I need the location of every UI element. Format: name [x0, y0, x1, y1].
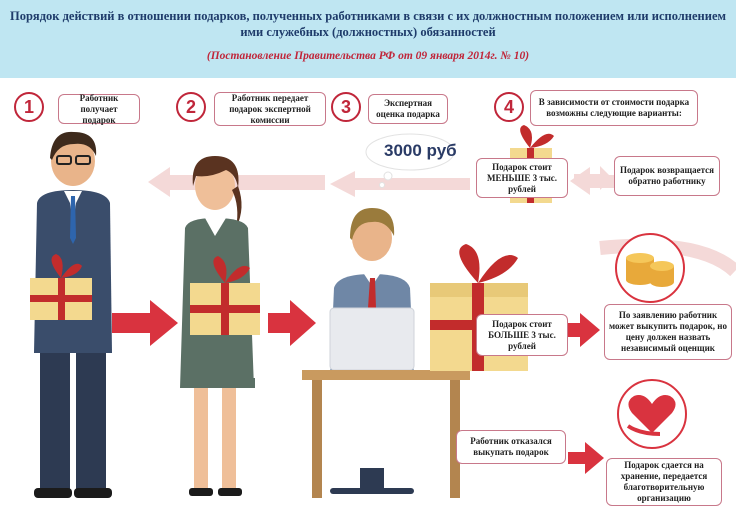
desk-leg-right	[450, 380, 460, 498]
arrow-forward-2	[268, 300, 316, 346]
arrow-less-to-returned	[574, 166, 612, 190]
arrow-curve-coins	[599, 238, 736, 277]
option-refused-box: Работник отказался выкупать подарок	[456, 430, 566, 464]
price-tag: 3000 руб	[384, 141, 457, 160]
arrow-back-1	[148, 167, 325, 197]
outcome-storage-box: Подарок сдается на хранение, передается …	[606, 458, 722, 506]
step-1-label: Работник получает подарок	[58, 93, 140, 125]
thought-cloud	[365, 133, 455, 171]
outcome-returned-box: Подарок возвращается обратно работнику	[614, 156, 720, 196]
arrow-forward-1	[112, 300, 178, 346]
header-banner: Порядок действий в отношении подарков, п…	[0, 0, 736, 78]
arrow-refused-to-storage	[568, 442, 604, 474]
laptop-screen	[329, 307, 415, 371]
employee-woman-figure	[180, 156, 260, 496]
step-3-label: Экспертная оценка подарка	[368, 94, 448, 124]
step-2-number: 2	[176, 92, 206, 122]
step-4-number: 4	[494, 92, 524, 122]
chair-base	[360, 468, 384, 490]
heart-hand-icon	[617, 379, 687, 449]
page-title: Порядок действий в отношении подарков, п…	[10, 9, 727, 39]
step-4-label: В зависимости от стоимости подарка возмо…	[530, 90, 698, 126]
employee-man-figure	[30, 131, 112, 498]
step-1-number: 1	[14, 92, 44, 122]
illustration-layer	[30, 125, 736, 498]
step-2-label: Работник передает подарок экспертной ком…	[214, 92, 326, 126]
option-less-box: Подарок стоит МЕНЬШЕ 3 тыс. рублей	[476, 158, 568, 198]
arrow-more-to-buyout	[568, 313, 600, 347]
arrow-back-2	[330, 171, 470, 197]
page-subtitle: (Постановление Правительства РФ от 09 ян…	[206, 50, 530, 62]
desk-top	[302, 370, 470, 380]
diagram-canvas: 1 Работник получает подарок 2 Работник п…	[0, 78, 736, 510]
option-more-box: Подарок стоит БОЛЬШЕ 3 тыс. рублей	[476, 314, 568, 356]
desk-leg-left	[312, 380, 322, 498]
step-3-number: 3	[331, 92, 361, 122]
coins-icon	[615, 233, 685, 303]
outcome-buyout-box: По заявлению работник может выкупить под…	[604, 304, 732, 360]
